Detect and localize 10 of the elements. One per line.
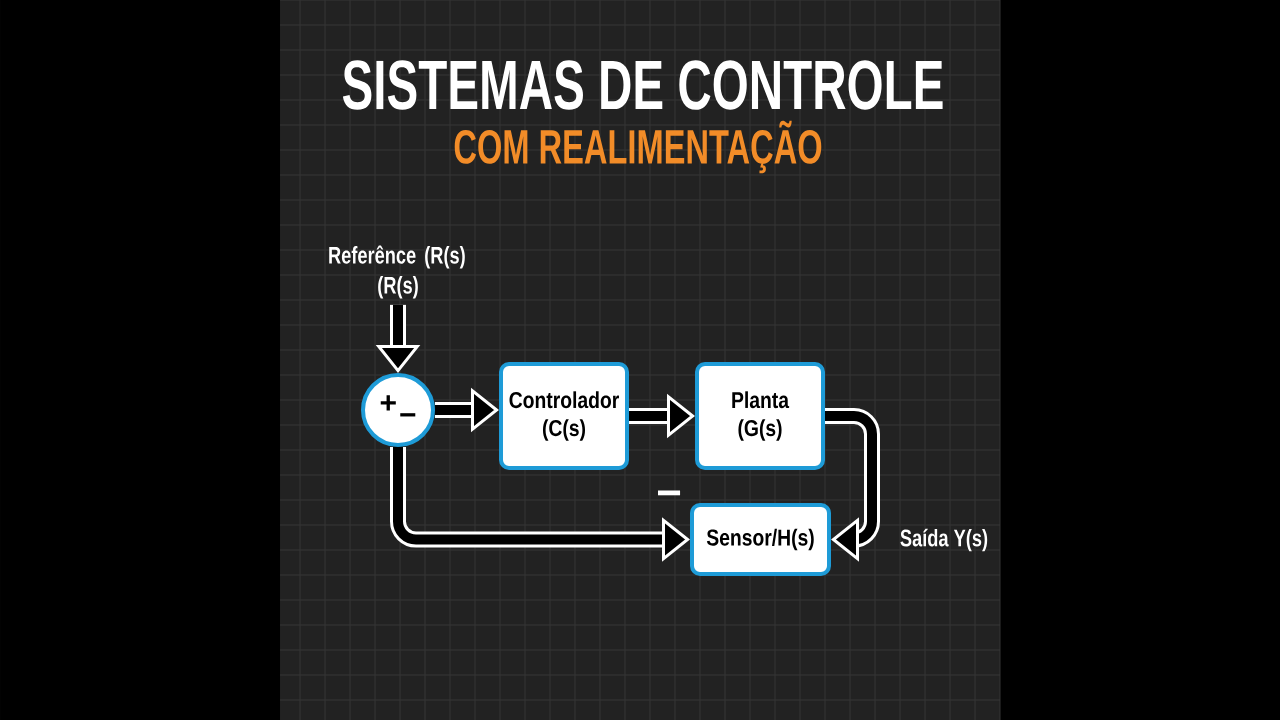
title: SISTEMAS DE CONTROLE (342, 60, 943, 110)
subtitle: COM REALIMENTAÇÃO (454, 120, 822, 174)
minus-sign: − (658, 490, 681, 496)
input-label: Referênce (R(s) (R(s) (329, 245, 465, 299)
block-box: Controlador (C(s) (499, 362, 629, 470)
summing-junction: + − (361, 373, 435, 447)
block-box: Sensor/H(s) (690, 503, 831, 576)
output-label: Saída Y(s) (900, 528, 988, 552)
block-box: Planta (G(s) (695, 362, 825, 470)
arrow (825, 408, 880, 562)
